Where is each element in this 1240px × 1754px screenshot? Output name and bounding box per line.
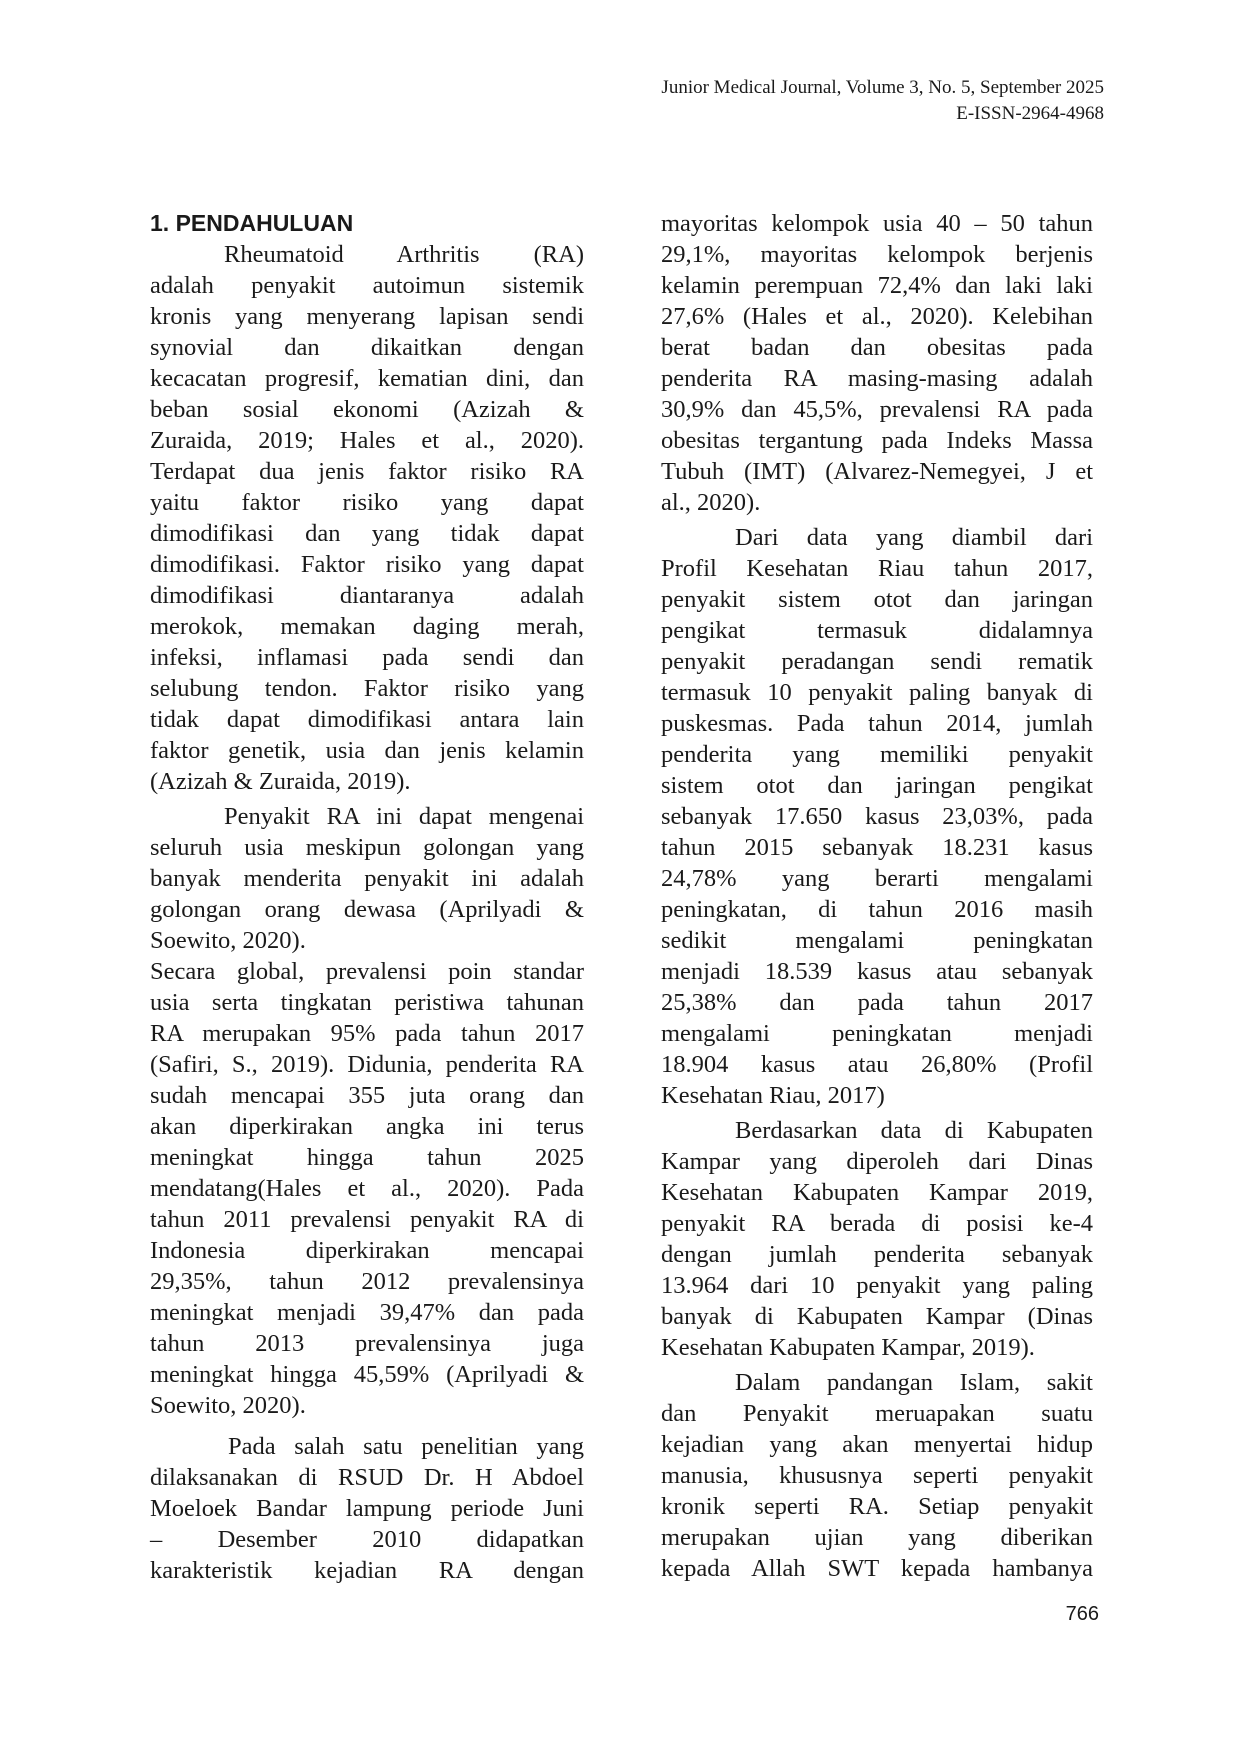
text-line: Soewito, 2020). bbox=[150, 927, 306, 954]
text-line: 29,35%, tahun 2012 prevalensinya bbox=[150, 1268, 584, 1295]
text-line: dan Penyakit meruapakan suatu bbox=[661, 1400, 1093, 1427]
text-line: termasuk 10 penyakit paling banyak di bbox=[661, 679, 1093, 706]
text-line: al., 2020). bbox=[661, 489, 761, 516]
text-line: berat badan dan obesitas pada bbox=[661, 334, 1093, 361]
text-line: faktor genetik, usia dan jenis kelamin bbox=[150, 737, 584, 764]
text-line: penyakit RA berada di posisi ke-4 bbox=[661, 1210, 1093, 1237]
text-line: yaitu faktor risiko yang dapat bbox=[150, 489, 584, 516]
text-line: sebanyak 17.650 kasus 23,03%, pada bbox=[661, 803, 1093, 830]
text-line: mendatang(Hales et al., 2020). Pada bbox=[150, 1175, 584, 1202]
text-line: Kesehatan Kabupaten Kampar 2019, bbox=[661, 1179, 1093, 1206]
text-line: Profil Kesehatan Riau tahun 2017, bbox=[661, 555, 1093, 582]
text-line: Indonesia diperkirakan mencapai bbox=[150, 1237, 584, 1264]
text-line: penyakit sistem otot dan jaringan bbox=[661, 586, 1093, 613]
section-heading: 1. PENDAHULUAN bbox=[150, 210, 354, 236]
text-line: Pada salah satu penelitian yang bbox=[228, 1433, 584, 1460]
text-line: tahun 2015 sebanyak 18.231 kasus bbox=[661, 834, 1093, 861]
text-line: Tubuh (IMT) (Alvarez-Nemegyei, J et bbox=[661, 458, 1093, 485]
text-line: akan diperkirakan angka ini terus bbox=[150, 1113, 584, 1140]
text-line: Kesehatan Riau, 2017) bbox=[661, 1082, 885, 1109]
text-line: dilaksanakan di RSUD Dr. H Abdoel bbox=[150, 1464, 584, 1491]
text-line: Soewito, 2020). bbox=[150, 1392, 306, 1419]
text-line: 24,78% yang berarti mengalami bbox=[661, 865, 1093, 892]
text-line: mayoritas kelompok usia 40 – 50 tahun bbox=[661, 210, 1093, 237]
text-line: infeksi, inflamasi pada sendi dan bbox=[150, 644, 584, 671]
text-line: sistem otot dan jaringan pengikat bbox=[661, 772, 1093, 799]
text-line: penyakit peradangan sendi rematik bbox=[661, 648, 1093, 675]
text-line: seluruh usia meskipun golongan yang bbox=[150, 834, 584, 861]
text-line: beban sosial ekonomi (Azizah & bbox=[150, 396, 584, 423]
text-line: Moeloek Bandar lampung periode Juni bbox=[150, 1495, 584, 1522]
text-line: sedikit mengalami peningkatan bbox=[661, 927, 1093, 954]
text-line: Rheumatoid Arthritis (RA) bbox=[224, 241, 584, 268]
text-line: kepada Allah SWT kepada hambanya bbox=[661, 1555, 1093, 1582]
text-line: menjadi 18.539 kasus atau sebanyak bbox=[661, 958, 1093, 985]
text-line: synovial dan dikaitkan dengan bbox=[150, 334, 584, 361]
text-line: usia serta tingkatan peristiwa tahunan bbox=[150, 989, 584, 1016]
text-line: merokok, memakan daging merah, bbox=[150, 613, 584, 640]
text-line: penderita yang memiliki penyakit bbox=[661, 741, 1093, 768]
text-line: 18.904 kasus atau 26,80% (Profil bbox=[661, 1051, 1093, 1078]
issn-header: E-ISSN-2964-4968 bbox=[956, 103, 1104, 124]
text-line: manusia, khususnya seperti penyakit bbox=[661, 1462, 1093, 1489]
text-line: Zuraida, 2019; Hales et al., 2020). bbox=[150, 427, 584, 454]
text-line: 13.964 dari 10 penyakit yang paling bbox=[661, 1272, 1093, 1299]
text-line: dimodifikasi dan yang tidak dapat bbox=[150, 520, 584, 547]
text-line: Kesehatan Kabupaten Kampar, 2019). bbox=[661, 1334, 1035, 1361]
text-line: golongan orang dewasa (Aprilyadi & bbox=[150, 896, 584, 923]
text-line: selubung tendon. Faktor risiko yang bbox=[150, 675, 584, 702]
text-line: 30,9% dan 45,5%, prevalensi RA pada bbox=[661, 396, 1093, 423]
text-line: 29,1%, mayoritas kelompok berjenis bbox=[661, 241, 1093, 268]
text-line: pengikat termasuk didalamnya bbox=[661, 617, 1093, 644]
text-line: meningkat hingga tahun 2025 bbox=[150, 1144, 584, 1171]
text-line: kecacatan progresif, kematian dini, dan bbox=[150, 365, 584, 392]
text-line: – Desember 2010 didapatkan bbox=[150, 1526, 584, 1553]
text-line: tahun 2011 prevalensi penyakit RA di bbox=[150, 1206, 584, 1233]
text-line: merupakan ujian yang diberikan bbox=[661, 1524, 1093, 1551]
text-line: meningkat menjadi 39,47% dan pada bbox=[150, 1299, 584, 1326]
text-line: tahun 2013 prevalensinya juga bbox=[150, 1330, 584, 1357]
text-line: Dalam pandangan Islam, sakit bbox=[735, 1369, 1093, 1396]
text-line: Penyakit RA ini dapat mengenai bbox=[224, 803, 584, 830]
journal-header: Junior Medical Journal, Volume 3, No. 5,… bbox=[661, 77, 1104, 98]
text-line: kronik seperti RA. Setiap penyakit bbox=[661, 1493, 1093, 1520]
text-line: 25,38% dan pada tahun 2017 bbox=[661, 989, 1093, 1016]
text-line: (Safiri, S., 2019). Didunia, penderita R… bbox=[150, 1051, 584, 1078]
text-line: RA merupakan 95% pada tahun 2017 bbox=[150, 1020, 584, 1047]
text-line: kronis yang menyerang lapisan sendi bbox=[150, 303, 584, 330]
text-line: Kampar yang diperoleh dari Dinas bbox=[661, 1148, 1093, 1175]
text-line: kelamin perempuan 72,4% dan laki laki bbox=[661, 272, 1093, 299]
text-line: dengan jumlah penderita sebanyak bbox=[661, 1241, 1093, 1268]
text-line: peningkatan, di tahun 2016 masih bbox=[661, 896, 1093, 923]
text-line: banyak di Kabupaten Kampar (Dinas bbox=[661, 1303, 1093, 1330]
text-line: karakteristik kejadian RA dengan bbox=[150, 1557, 584, 1584]
text-line: Terdapat dua jenis faktor risiko RA bbox=[150, 458, 584, 485]
text-line: adalah penyakit autoimun sistemik bbox=[150, 272, 584, 299]
text-line: 27,6% (Hales et al., 2020). Kelebihan bbox=[661, 303, 1093, 330]
text-line: Dari data yang diambil dari bbox=[735, 524, 1093, 551]
text-line: mengalami peningkatan menjadi bbox=[661, 1020, 1093, 1047]
text-line: banyak menderita penyakit ini adalah bbox=[150, 865, 584, 892]
text-line: sudah mencapai 355 juta orang dan bbox=[150, 1082, 584, 1109]
text-line: puskesmas. Pada tahun 2014, jumlah bbox=[661, 710, 1093, 737]
text-line: meningkat hingga 45,59% (Aprilyadi & bbox=[150, 1361, 584, 1388]
text-line: obesitas tergantung pada Indeks Massa bbox=[661, 427, 1093, 454]
text-line: tidak dapat dimodifikasi antara lain bbox=[150, 706, 584, 733]
text-line: dimodifikasi diantaranya adalah bbox=[150, 582, 584, 609]
text-line: kejadian yang akan menyertai hidup bbox=[661, 1431, 1093, 1458]
text-line: penderita RA masing-masing adalah bbox=[661, 365, 1093, 392]
text-line: dimodifikasi. Faktor risiko yang dapat bbox=[150, 551, 584, 578]
text-line: Berdasarkan data di Kabupaten bbox=[735, 1117, 1093, 1144]
text-line: Secara global, prevalensi poin standar bbox=[150, 958, 584, 985]
page-number: 766 bbox=[1065, 1603, 1099, 1625]
text-line: (Azizah & Zuraida, 2019). bbox=[150, 768, 411, 795]
